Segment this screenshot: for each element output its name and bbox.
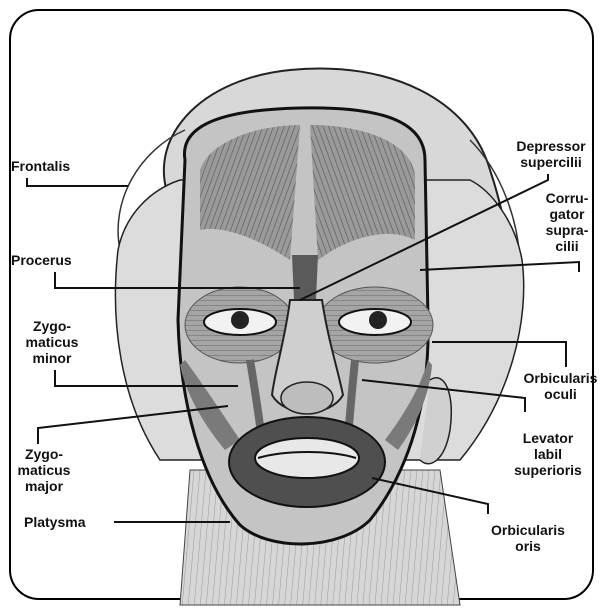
label-depressor-supercilii: Depressor supercilii [506,138,596,170]
label-zygomaticus-minor: Zygo- maticus minor [16,318,88,366]
label-procerus: Procerus [11,252,72,268]
label-levator-labii-superioris: Levator labil superioris [506,430,590,478]
label-zygomaticus-major: Zygo- maticus major [8,446,80,494]
label-orbicularis-oris: Orbicularis oris [480,522,576,554]
label-orbicularis-oculi: Orbicularis oculi [516,370,605,402]
label-frontalis: Frontalis [11,158,70,174]
leader-frontalis [27,178,128,186]
label-corrugator-supercilii: Corru- gator supra- cilii [536,190,598,254]
label-platysma: Platysma [24,514,85,530]
